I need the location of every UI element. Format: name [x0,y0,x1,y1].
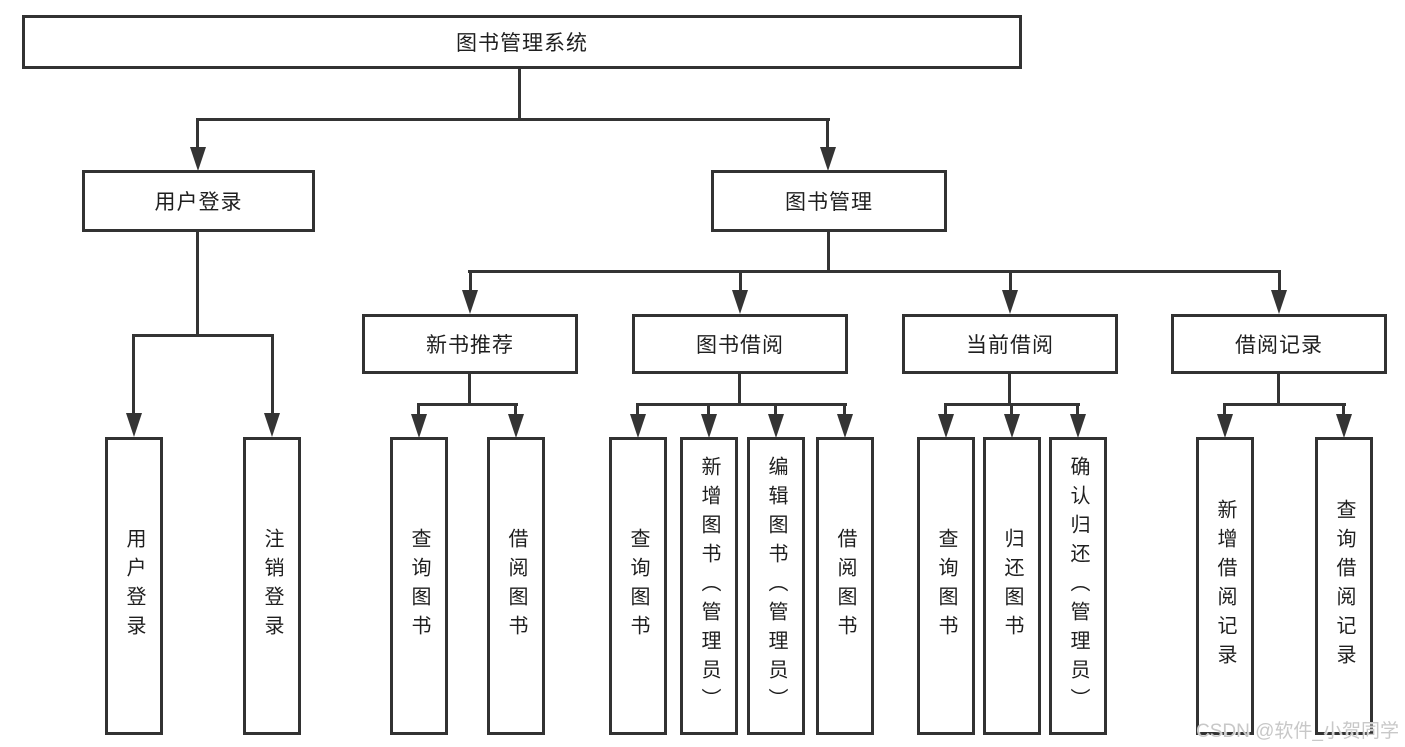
connector-line [518,68,521,120]
connector-line [196,118,199,150]
arrowhead-down [1217,414,1233,438]
connector-line [944,403,947,416]
arrowhead-down [462,290,478,314]
connector-line [774,403,777,416]
leaf-confirm-return-admin: 确认归还（管理员） [1049,437,1107,735]
leaf-logout: 注销登录 [243,437,301,735]
leaf-query-books-recommend: 查询图书 [390,437,448,735]
connector-line [1076,403,1079,416]
arrowhead-down [820,147,836,171]
node-book-management: 图书管理 [711,170,947,232]
arrowhead-down [508,414,524,438]
arrowhead-down [938,414,954,438]
connector-line [707,403,710,416]
leaf-label: 借阅图书 [834,528,856,644]
leaf-edit-book-admin: 编辑图书（管理员） [747,437,805,735]
connector-line [1008,373,1011,405]
leaf-borrow-books: 借阅图书 [816,437,874,735]
leaf-label: 查询图书 [627,528,649,644]
leaf-user-login: 用户登录 [105,437,163,735]
leaf-label: 新增图书（管理员） [698,455,720,717]
connector-line [1010,403,1013,416]
arrowhead-down [1002,290,1018,314]
connector-line [1223,403,1346,406]
arrowhead-down [1070,414,1086,438]
leaf-label: 归还图书 [1001,528,1023,644]
connector-line [738,373,741,405]
leaf-label: 借阅图书 [505,528,527,644]
connector-line [1009,270,1012,292]
connector-line [1223,403,1226,416]
node-borrow-record: 借阅记录 [1171,314,1387,374]
connector-line [196,231,199,336]
connector-line [1278,270,1281,292]
connector-line [132,334,274,337]
connector-line [417,403,518,406]
connector-line [843,403,846,416]
arrowhead-down [701,414,717,438]
leaf-add-book-admin: 新增图书（管理员） [680,437,738,735]
arrowhead-down [768,414,784,438]
leaf-label: 注销登录 [261,528,283,644]
connector-line [468,270,1281,273]
arrowhead-down [1336,414,1352,438]
leaf-borrow-books-recommend: 借阅图书 [487,437,545,735]
connector-line [1342,403,1345,416]
connector-line [271,334,274,415]
node-current-borrow: 当前借阅 [902,314,1118,374]
node-label: 图书管理系统 [456,32,588,55]
arrowhead-down [264,413,280,437]
leaf-label: 查询图书 [935,528,957,644]
arrowhead-down [190,147,206,171]
node-new-book-recommend: 新书推荐 [362,314,578,374]
node-user-login: 用户登录 [82,170,315,232]
leaf-add-borrow-record: 新增借阅记录 [1196,437,1254,735]
leaf-label: 编辑图书（管理员） [765,455,787,717]
connector-line [468,373,471,405]
connector-line [132,334,135,415]
node-label: 图书管理 [785,191,873,214]
leaf-query-books-current: 查询图书 [917,437,975,735]
connector-line [636,403,639,416]
node-label: 图书借阅 [696,334,784,357]
leaf-label: 查询借阅记录 [1333,499,1355,673]
arrowhead-down [1004,414,1020,438]
connector-line [739,270,742,292]
connector-line [1277,373,1280,405]
arrowhead-down [837,414,853,438]
leaf-return-book: 归还图书 [983,437,1041,735]
connector-line [827,231,830,272]
csdn-watermark: CSDN @软件_小贺同学 [1196,721,1399,742]
leaf-label: 新增借阅记录 [1214,499,1236,673]
arrowhead-down [126,413,142,437]
leaf-label: 确认归还（管理员） [1067,455,1089,717]
node-label: 用户登录 [154,191,243,214]
arrowhead-down [732,290,748,314]
connector-line [826,118,829,150]
connector-line [514,403,517,416]
node-library-management-system: 图书管理系统 [22,15,1022,69]
leaf-query-books-borrow: 查询图书 [609,437,667,735]
node-label: 借阅记录 [1235,334,1323,357]
leaf-query-borrow-record: 查询借阅记录 [1315,437,1373,735]
node-label: 当前借阅 [966,334,1054,357]
node-label: 新书推荐 [426,334,514,357]
arrowhead-down [1271,290,1287,314]
connector-line [196,118,830,121]
leaf-label: 查询图书 [408,528,430,644]
leaf-label: 用户登录 [123,528,145,644]
arrowhead-down [630,414,646,438]
connector-line [469,270,472,292]
arrowhead-down [411,414,427,438]
node-book-borrow: 图书借阅 [632,314,848,374]
connector-line [417,403,420,416]
connector-line [636,403,847,406]
